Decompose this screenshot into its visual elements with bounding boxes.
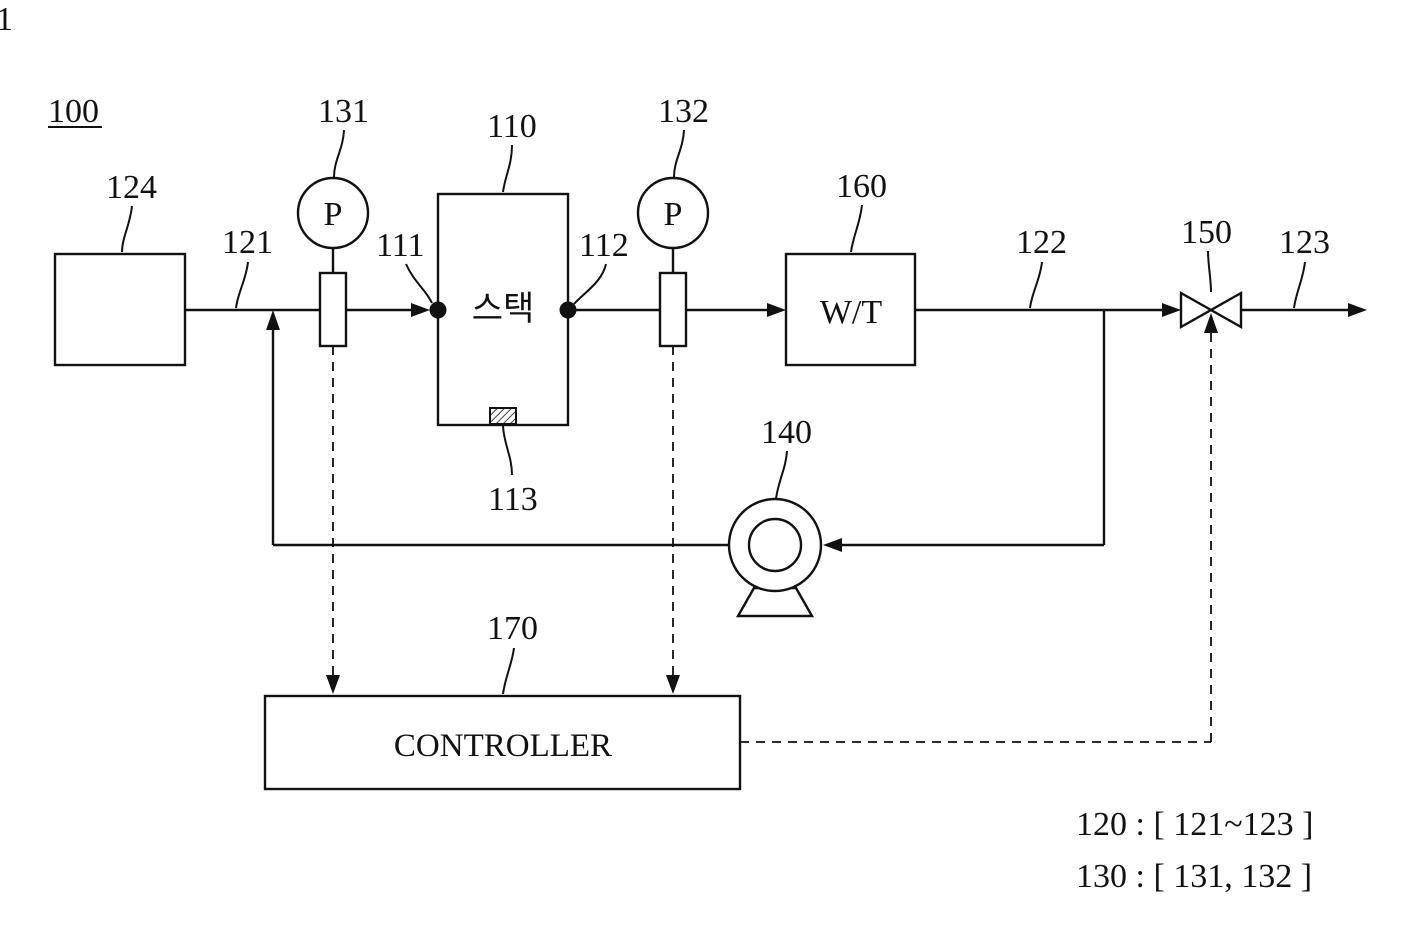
sensor-131-label: 131 <box>318 93 369 130</box>
controller-text: CONTROLLER <box>394 728 612 764</box>
line-out-label: 122 <box>1016 224 1067 261</box>
system-label: 100 <box>48 93 99 130</box>
line-exit-leader <box>1294 262 1305 308</box>
valve-leader <box>1208 251 1211 292</box>
stack-label: 110 <box>487 108 537 145</box>
line-exit-label: 123 <box>1279 224 1330 261</box>
pump-leader <box>776 451 787 499</box>
valve-label: 150 <box>1181 214 1232 251</box>
valve-150-left <box>1181 293 1211 327</box>
sensor-132-housing <box>660 273 686 346</box>
source-label: 124 <box>106 169 157 206</box>
arrow-signal-valve <box>1204 313 1218 333</box>
corner-mark: 1 <box>0 1 13 38</box>
sensor-131-leader <box>334 130 344 177</box>
outlet-leader <box>574 264 606 304</box>
sensor-131-housing <box>320 273 346 346</box>
water-tank-text: W/T <box>820 294 883 331</box>
sensor-132-label: 132 <box>658 93 709 130</box>
arrow-to-tank <box>767 303 786 317</box>
line-out-leader <box>1030 262 1042 308</box>
source-leader <box>122 206 132 252</box>
sensor-131-symbol: P <box>324 196 343 233</box>
stack-component-113 <box>490 408 516 424</box>
stack-text: 스택 <box>472 291 535 328</box>
source-box <box>55 254 185 365</box>
water-tank-leader <box>851 205 862 252</box>
pump-base <box>738 588 812 616</box>
outlet-label: 112 <box>579 227 629 264</box>
arrow-to-pump <box>823 538 842 552</box>
sensor-132-leader <box>674 130 684 177</box>
legend-line-2: 130 : [ 131, 132 ] <box>1076 858 1312 895</box>
legend-line-1: 120 : [ 121~123 ] <box>1076 806 1314 843</box>
component-113-label: 113 <box>488 481 538 518</box>
controller-leader <box>503 648 514 694</box>
sensor-132-symbol: P <box>664 196 683 233</box>
arrow-recirc-join <box>266 310 280 330</box>
component-113-leader <box>503 426 512 475</box>
arrow-signal-131 <box>326 675 340 694</box>
arrow-exit <box>1348 303 1367 317</box>
pump-label: 140 <box>761 414 812 451</box>
pump-140-rotor <box>749 519 801 571</box>
controller-label: 170 <box>487 610 538 647</box>
arrow-signal-132 <box>666 675 680 694</box>
line-in-leader <box>236 262 248 308</box>
inlet-leader <box>406 264 432 303</box>
arrow-to-inlet <box>411 303 430 317</box>
stack-leader <box>503 145 512 192</box>
valve-150-right <box>1211 293 1241 327</box>
inlet-label: 111 <box>376 227 424 264</box>
water-tank-label: 160 <box>836 168 887 205</box>
line-in-label: 121 <box>222 224 273 261</box>
inlet-port-111 <box>430 302 447 319</box>
arrow-to-valve <box>1162 303 1181 317</box>
